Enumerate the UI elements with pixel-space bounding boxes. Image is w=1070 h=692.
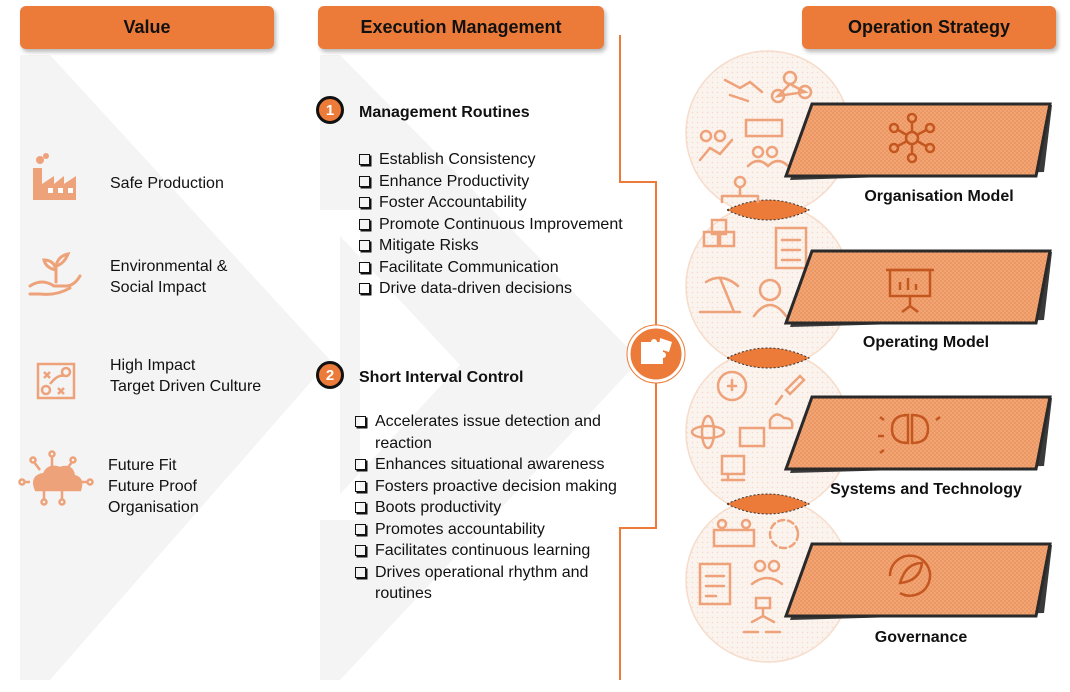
layer-label-systems-technology: Systems and Technology [830,481,1022,498]
value-line: High Impact [110,357,196,374]
value-line: Target Driven Culture [110,378,262,395]
value-line: Organisation [108,499,199,516]
value-item-high-impact: High Impact Target Driven Culture [110,355,261,397]
layer-label-operating-model: Operating Model [862,334,990,351]
network-hub-icon [888,112,936,164]
list-item: Facilitates continuous learning [355,540,645,562]
plant-in-hand-icon [28,251,82,296]
execution-chevron-tail [316,210,460,520]
list-item: Mitigate Risks [359,235,659,257]
leaf-cycle-icon [888,554,932,597]
section-number-1: 1 [316,96,344,124]
operation-header: Operation Strategy [802,6,1056,49]
value-chevron-body [20,55,330,680]
list-item: Promotes accountability [355,519,645,541]
ai-brain-icon [878,413,941,454]
value-item-environmental: Environmental & Social Impact [110,256,227,298]
value-line: Social Impact [110,279,207,296]
list-item: Drive data-driven decisions [359,278,659,300]
factory-icon [33,153,76,200]
strategy-board-icon [36,362,76,400]
layer-label-governance: Governance [874,629,968,646]
value-item-future-fit: Future Fit Future Proof Organisation [108,455,199,518]
execution-header: Execution Management [318,6,604,49]
list-item: Establish Consistency [359,149,659,171]
value-line: Future Proof [108,478,197,495]
execution-chevron [320,55,640,680]
value-header: Value [20,6,274,49]
list-item: Enhance Productivity [359,171,659,193]
presentation-chart-icon [886,268,934,313]
section-title-management-routines: Management Routines [359,104,530,121]
value-item-safe-production: Safe Production [110,173,224,194]
puzzle-icon [626,324,686,384]
list-item: Promote Continuous Improvement [359,214,659,236]
circle-joints [725,199,811,515]
list-item: Enhances situational awareness [355,454,645,476]
circle-icon-art [690,70,813,634]
list-item: Facilitate Communication [359,257,659,279]
section-title-short-interval-control: Short Interval Control [359,369,524,386]
cloud-network-icon [18,450,94,506]
value-line: Future Fit [108,457,177,474]
layer-label-organisation-model: Organisation Model [864,188,1014,205]
value-line: Environmental & [110,258,228,275]
list-item: Foster Accountability [359,192,659,214]
list-item: Fosters proactive decision making [355,476,645,498]
section-number-2: 2 [316,361,344,389]
value-line: Safe Production [110,175,224,192]
list-item: Boots productivity [355,497,645,519]
management-routines-list: Establish Consistency Enhance Productivi… [359,149,659,300]
